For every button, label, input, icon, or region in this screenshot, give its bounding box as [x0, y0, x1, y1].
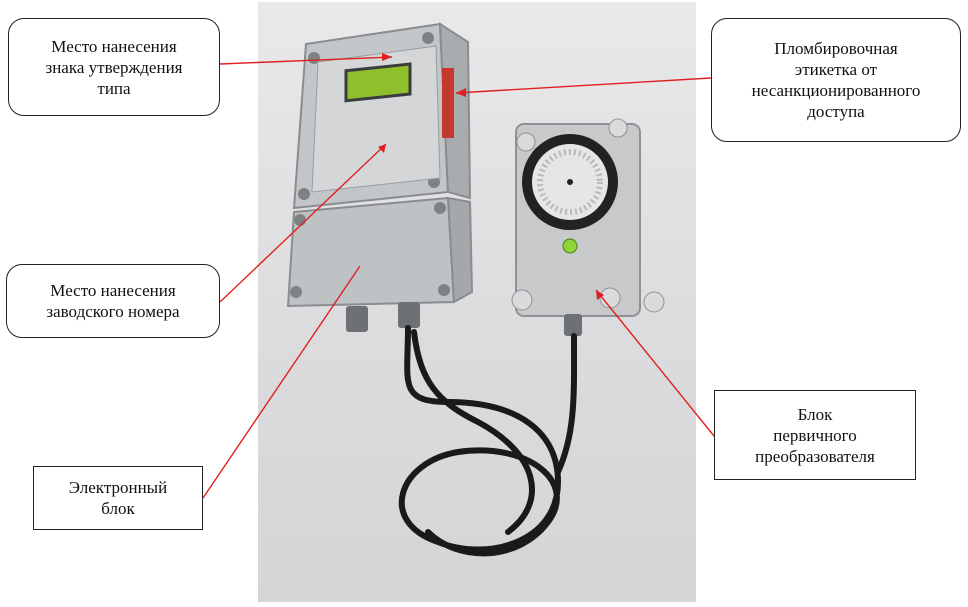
electronic-unit-housing [292, 22, 472, 210]
cable [398, 325, 578, 557]
callout-electronic-unit: Электронный блок [33, 466, 203, 530]
leader-primary [595, 289, 715, 437]
leader-seal [455, 77, 712, 94]
callout-seal-text: Пломбировочная этикетка от несанкциониро… [751, 39, 921, 121]
callout-serial-text: Место нанесения заводского номера [46, 281, 180, 321]
callout-type-approval-mark: Место нанесения знака утверждения типа [8, 18, 220, 116]
primary-converter-block [511, 118, 665, 336]
callout-primary-converter: Блок первичного преобразователя [714, 390, 916, 480]
callout-seal-label: Пломбировочная этикетка от несанкциониро… [711, 18, 961, 142]
electronic-unit-lower [286, 196, 474, 332]
callout-electronic-text: Электронный блок [68, 478, 168, 518]
callout-primary-text: Блок первичного преобразователя [755, 404, 875, 466]
leader-electronic [202, 265, 361, 499]
leader-type-approval [219, 56, 393, 65]
callout-type-approval-text: Место нанесения знака утверждения типа [45, 36, 183, 98]
device-photo [258, 2, 696, 602]
device-illustration [286, 22, 665, 557]
leader-serial [219, 143, 387, 303]
callout-serial-number: Место нанесения заводского номера [6, 264, 220, 338]
